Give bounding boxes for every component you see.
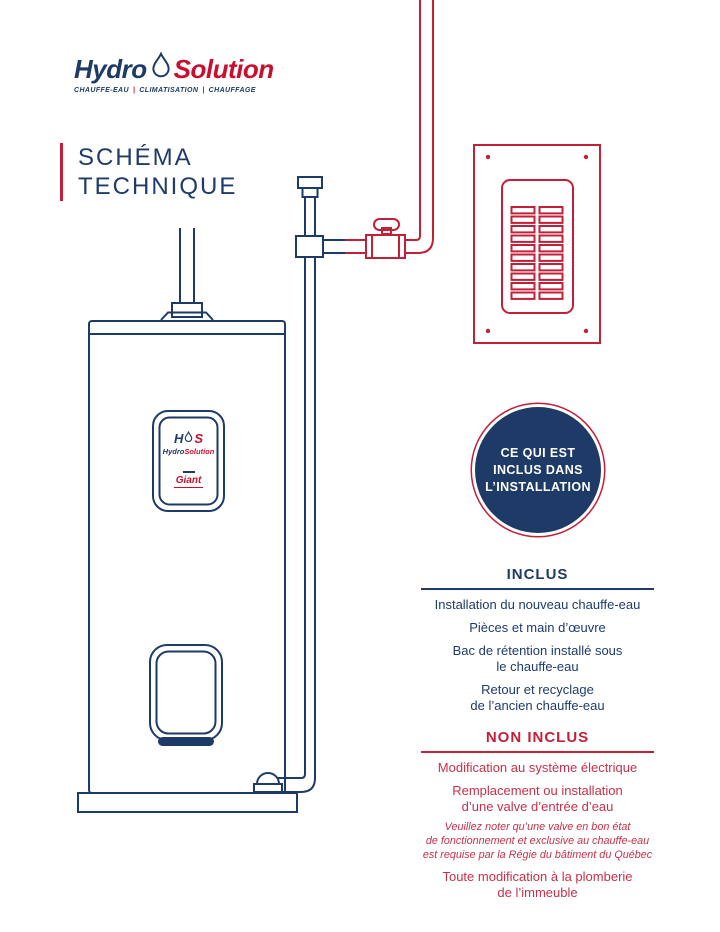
tank-label: H S HydroSolution Giant: [153, 411, 224, 511]
included-badge: CE QUI EST INCLUS DANS L’INSTALLATION: [475, 407, 601, 533]
access-panel: [149, 644, 223, 746]
drain-valve-icon: [253, 772, 283, 793]
excluded-header: NON INCLUS: [485, 729, 590, 746]
list-item: Pièces et main d’œuvre: [469, 620, 606, 635]
screw-icon: [583, 328, 589, 334]
brand-tagline: CHAUFFE-EAU|CLIMATISATION|CHAUFFAGE: [74, 87, 256, 94]
tank-label-brand: HydroSolution: [162, 447, 215, 456]
section-rule: [421, 588, 654, 590]
page-title: SCHÉMA TECHNIQUE: [60, 143, 237, 201]
list-item: Installation du nouveau chauffe-eau: [434, 597, 641, 612]
tank-label-plate: [152, 410, 225, 512]
brand-name-solution: Solution: [173, 54, 274, 84]
water-drop-icon: [150, 51, 172, 83]
list-item: Remplacement ou installation d’une valve…: [452, 783, 623, 814]
retention-pan: [77, 792, 298, 813]
brand-logo: Hydro Solution CHAUFFE-EAU|CLIMATISATION…: [74, 51, 274, 94]
tee-fitting-icon: [295, 235, 324, 258]
list-item: Toute modification à la plomberie de l’i…: [442, 869, 633, 900]
screw-icon: [583, 154, 589, 160]
hot-water-pipe-diagram: [345, 0, 434, 259]
brand-name-hydro: Hydro: [74, 54, 147, 84]
list-item-note: Veuillez noter qu’une valve en bon état …: [422, 821, 653, 861]
included-section: INCLUS Installation du nouveau chauffe-e…: [421, 566, 654, 714]
screw-icon: [485, 154, 491, 160]
list-item: Modification au système électrique: [437, 760, 638, 775]
list-item: Bac de rétention installé sous le chauff…: [452, 643, 623, 674]
water-heater-diagram: [77, 228, 298, 813]
breaker-switches: [510, 206, 564, 300]
section-rule: [421, 751, 654, 753]
electrical-panel-diagram: [473, 144, 601, 344]
label-divider: [182, 471, 195, 473]
shutoff-valve-icon: [365, 218, 406, 259]
excluded-section: NON INCLUS Modification au système élect…: [421, 729, 654, 901]
cold-water-pipe-diagram: [278, 176, 347, 793]
list-item: Retour et recyclage de l’ancien chauffe-…: [470, 682, 605, 713]
manufacturer-logo: Giant: [173, 475, 204, 488]
included-header: INCLUS: [506, 566, 569, 583]
tank-label-monogram: H S: [173, 430, 204, 446]
water-drop-icon: [184, 430, 193, 445]
screw-icon: [485, 328, 491, 334]
